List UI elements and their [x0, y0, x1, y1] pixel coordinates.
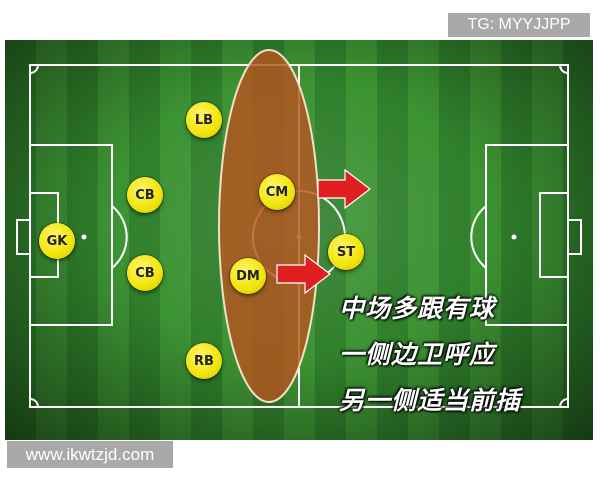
right-penalty-area — [485, 144, 569, 326]
player-lb: LB — [186, 102, 222, 138]
left-penalty-spot — [81, 234, 87, 240]
right-goal-area — [539, 192, 569, 278]
player-cb-top: CB — [127, 177, 163, 213]
right-goal — [567, 219, 582, 255]
left-penalty-arc — [111, 205, 128, 269]
caption-line-2: 一侧边卫呼应 — [339, 340, 496, 369]
caption-line-1: 中场多跟有球 — [339, 294, 496, 323]
right-penalty-spot — [511, 234, 517, 240]
caption-line-3: 另一侧适当前插 — [339, 386, 522, 415]
player-st: ST — [328, 234, 364, 270]
watermark-top: TG: MYYJJPP — [448, 13, 590, 37]
arrow-right-icon — [317, 168, 371, 210]
corner-arc — [559, 64, 569, 74]
player-rb: RB — [186, 343, 222, 379]
left-goal — [16, 219, 31, 255]
player-gk: GK — [39, 223, 75, 259]
pitch-markings — [16, 49, 582, 408]
midfield-zone-highlight — [218, 49, 320, 403]
corner-arc — [559, 398, 569, 408]
arrow-right-icon — [276, 253, 331, 295]
right-penalty-arc — [470, 205, 487, 269]
corner-arc — [29, 64, 39, 74]
player-cb-bottom: CB — [127, 255, 163, 291]
player-cm: CM — [259, 174, 295, 210]
watermark-bottom: www.ikwtzjd.com — [7, 441, 173, 468]
corner-arc — [29, 398, 39, 408]
football-pitch: GK CB CB LB RB CM DM ST 中场多跟有球 一侧边卫呼应 另一… — [5, 40, 593, 440]
player-dm: DM — [230, 258, 266, 294]
